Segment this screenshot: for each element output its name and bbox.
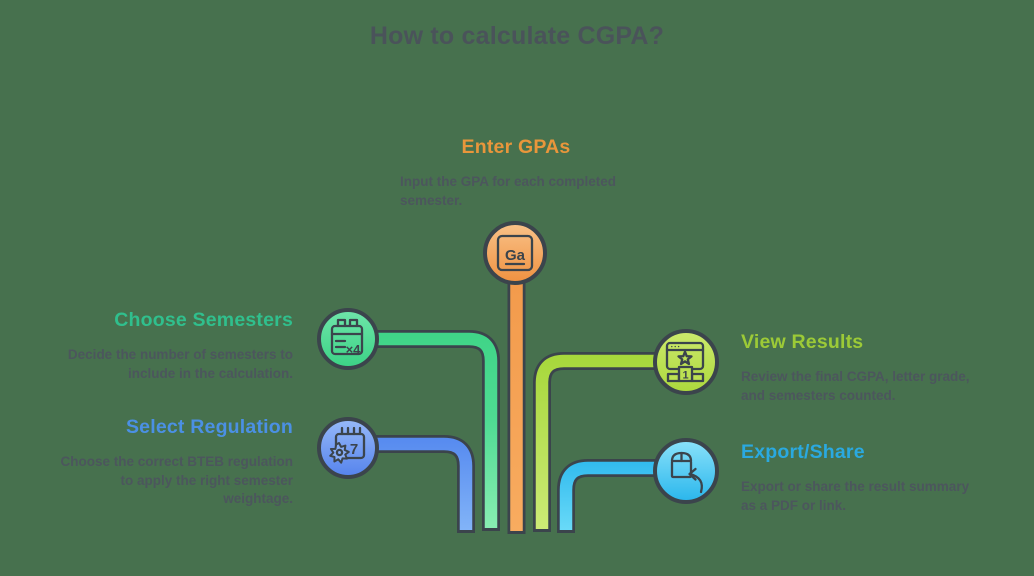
calendar-x4-icon: ×4 [330, 318, 364, 357]
step-title: Export/Share [741, 441, 865, 463]
calendar-gear-icon: 7 [329, 426, 366, 464]
stem-choose-semesters [352, 330, 500, 531]
page-title: How to calculate CGPA? [369, 22, 665, 50]
svg-text:7: 7 [350, 441, 358, 458]
svg-text:×4: ×4 [346, 342, 362, 357]
step-description: Export or share the result summary as a … [741, 479, 970, 513]
winner-podium-icon: 1 [665, 341, 705, 383]
node-enter-gpas [483, 221, 547, 285]
node-choose-semesters [317, 308, 379, 370]
step-enter-gpas: Enter GPAs Input the GPA for each comple… [400, 136, 632, 210]
step-choose-semesters: Choose Semesters Decide the number of se… [57, 309, 293, 383]
stem-export-share [557, 459, 682, 533]
step-description: Input the GPA for each completed semeste… [400, 174, 617, 208]
stem-select-regulation [352, 435, 475, 533]
step-title: View Results [741, 331, 864, 353]
step-title: Choose Semesters [114, 309, 293, 331]
node-export-share [653, 438, 719, 504]
step-description: Review the final CGPA, letter grade, and… [741, 369, 970, 403]
step-description: Choose the correct BTEB regulation to ap… [60, 454, 293, 507]
step-select-regulation: Select Regulation Choose the correct BTE… [57, 416, 293, 509]
step-view-results: View Results Review the final CGPA, lett… [741, 331, 985, 405]
gpa-element-tile-icon: Ga [496, 234, 534, 272]
svg-text:1: 1 [682, 370, 688, 382]
step-description: Decide the number of semesters to includ… [67, 347, 293, 381]
step-export-share: Export/Share Export or share the result … [741, 441, 985, 515]
svg-text:Ga: Ga [505, 247, 526, 264]
step-title: Select Regulation [125, 416, 293, 438]
package-share-arrow-icon [670, 451, 703, 494]
step-title: Enter GPAs [461, 136, 571, 158]
stem-view-results [533, 352, 682, 532]
